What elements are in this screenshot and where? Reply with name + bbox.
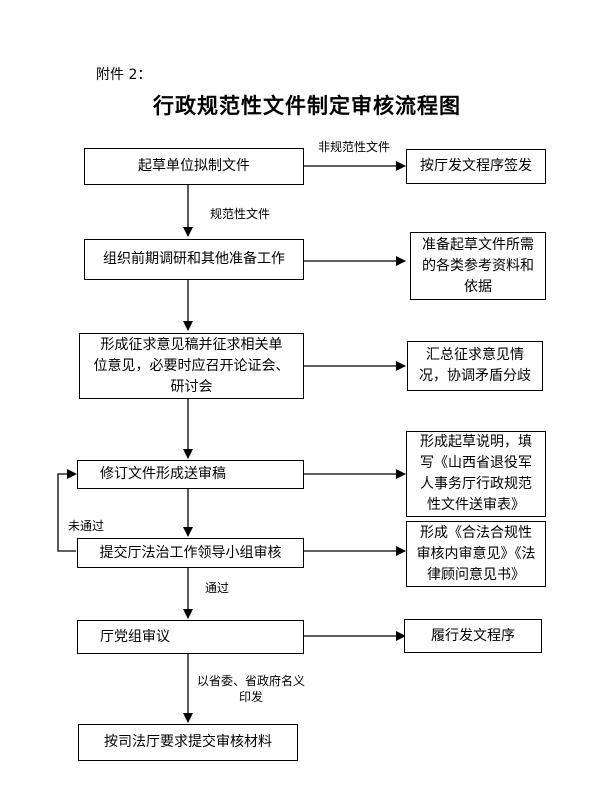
arrow-legal-back-to-revise: [57, 469, 77, 552]
opinion-box: 形成《合法合规性 审核内审意见》《法 律顾问意见书》: [406, 521, 546, 587]
edge-label-normative: 规范性文件: [210, 207, 271, 221]
materials-box: 准备起草文件所需 的各类参考资料和 依据: [410, 232, 546, 300]
solicit-box: 形成征求意见稿并征求相关单 位意见，必要时应召开论证会、 研讨会: [79, 333, 304, 399]
edge-label-passed: 通过: [205, 581, 230, 595]
attachment-label: 附件 2：: [96, 67, 152, 83]
explain-box: 形成起草说明，填 写《山西省退役军 人事务厅行政规范 性文件送审表》: [406, 431, 546, 517]
revise-box: 修订文件形成送审稿: [77, 460, 304, 489]
research-box: 组织前期调研和其他准备工作: [84, 239, 304, 280]
summary-box: 汇总征求意见情 况，协调矛盾分歧: [407, 341, 543, 391]
submit-box: 按司法厅要求提交审核材料: [78, 724, 298, 761]
party-review-box: 厅党组审议: [77, 620, 304, 654]
draft-box: 起草单位拟制文件: [84, 148, 304, 185]
edge-label-not-passed: 未通过: [68, 519, 105, 533]
page-title: 行政规范性文件制定审核流程图: [153, 93, 461, 118]
legal-review-box: 提交厅法治工作领导小组审核: [77, 538, 304, 568]
issue-box: 履行发文程序: [404, 619, 542, 653]
edge-label-non-normative: 非规范性文件: [318, 140, 391, 154]
edge-label-joint-issue: 以省委、省政府名义 印发: [197, 674, 306, 704]
dispatch-box: 按厅发文程序签发: [406, 149, 546, 184]
